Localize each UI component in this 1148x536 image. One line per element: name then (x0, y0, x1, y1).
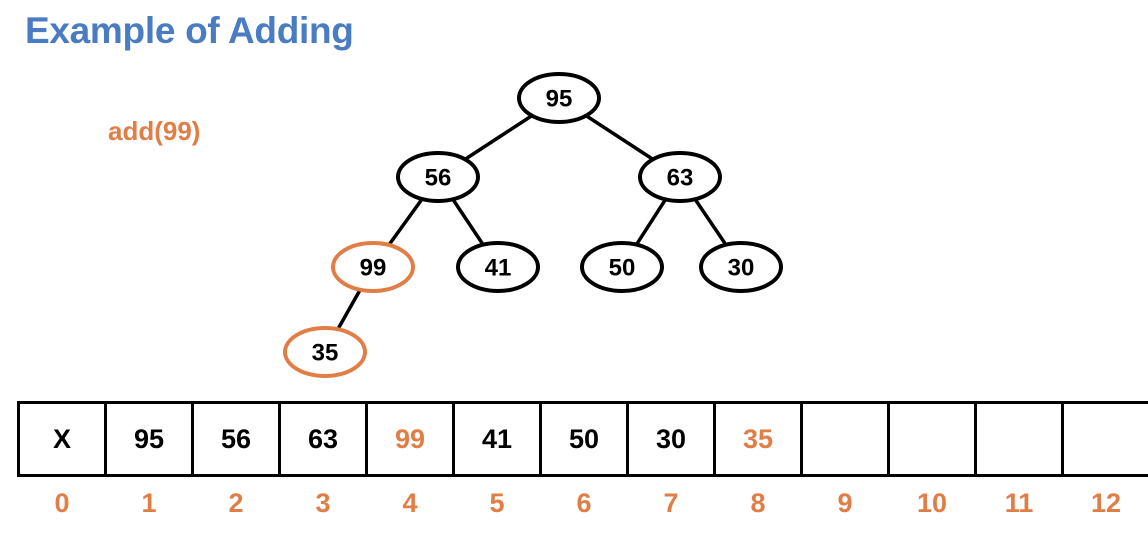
array-cell-1: 95 (107, 401, 194, 477)
tree-node-label: 95 (546, 86, 573, 113)
array-index-10: 10 (916, 488, 948, 518)
array-cell-10 (890, 401, 977, 477)
array-index-0: 0 (54, 488, 70, 518)
array-cell-8: 35 (716, 401, 803, 477)
array-index-6: 6 (576, 488, 592, 518)
array-cell-0: X (20, 401, 107, 477)
array-cell-2: 56 (194, 401, 281, 477)
array-cell-9 (803, 401, 890, 477)
tree-node-ellipse (456, 241, 540, 293)
array-index-12: 12 (1090, 488, 1122, 518)
tree-node-35: 35 (283, 326, 367, 378)
page-title: Example of Adding (25, 10, 354, 51)
tree-node-label: 30 (728, 255, 755, 282)
array-cell-6: 50 (542, 401, 629, 477)
array-cell-3: 63 (281, 401, 368, 477)
tree-node-41: 41 (456, 241, 540, 293)
tree-node-ellipse (580, 241, 664, 293)
tree-node-label: 35 (312, 340, 339, 367)
array-cell-5: 41 (455, 401, 542, 477)
array-index-9: 9 (837, 488, 853, 518)
array-index-1: 1 (141, 488, 157, 518)
tree-node-ellipse (699, 241, 783, 293)
tree-node-99: 99 (331, 241, 415, 293)
tree-node-63: 63 (638, 151, 722, 203)
tree-node-ellipse (396, 151, 480, 203)
tree-node-50: 50 (580, 241, 664, 293)
tree-node-95: 95 (517, 72, 601, 124)
tree-node-ellipse (283, 326, 367, 378)
tree-node-30: 30 (699, 241, 783, 293)
array-cell-7: 30 (629, 401, 716, 477)
tree-node-label: 63 (667, 165, 694, 192)
array-cell-12 (1064, 401, 1148, 477)
operation-label: add(99) (108, 116, 201, 146)
tree-node-label: 99 (360, 255, 387, 282)
tree-node-label: 56 (425, 165, 452, 192)
array-index-4: 4 (402, 488, 418, 518)
tree-node-ellipse (638, 151, 722, 203)
tree-node-56: 56 (396, 151, 480, 203)
array-index-5: 5 (489, 488, 505, 518)
array-cell-11 (977, 401, 1064, 477)
array-cell-4: 99 (368, 401, 455, 477)
heap-tree-diagram: 95 56 63 99 41 50 30 35 (283, 72, 783, 378)
array-index-2: 2 (228, 488, 244, 518)
tree-node-ellipse (517, 72, 601, 124)
array-index-3: 3 (315, 488, 331, 518)
tree-node-ellipse (331, 241, 415, 293)
array-index-11: 11 (1004, 488, 1034, 518)
tree-node-label: 41 (485, 255, 512, 282)
array-index-7: 7 (663, 488, 679, 518)
array-index-8: 8 (750, 488, 766, 518)
tree-node-label: 50 (609, 255, 636, 282)
